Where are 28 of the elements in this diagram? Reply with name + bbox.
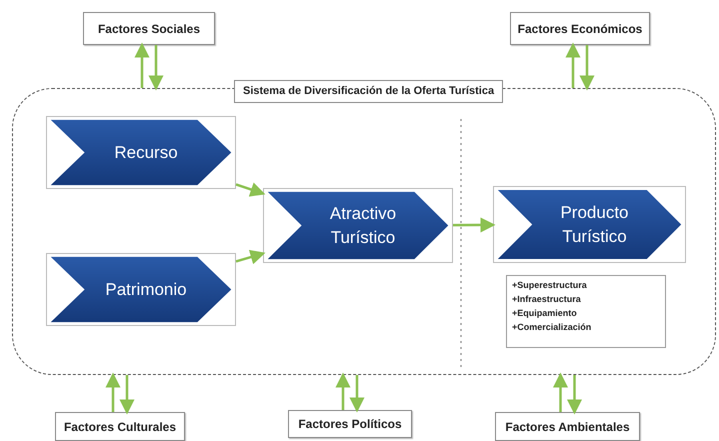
chevron-label: Atractivo Turístico — [328, 202, 398, 248]
arrow — [567, 375, 582, 414]
arrow — [106, 372, 120, 412]
factor-box: Factores Sociales — [83, 12, 215, 45]
arrow — [580, 45, 594, 90]
arrow — [336, 372, 350, 410]
arrow — [148, 45, 164, 90]
arrow — [236, 250, 266, 264]
list-item: +Equipamiento — [512, 307, 578, 320]
arrow — [553, 372, 568, 412]
factor-box: Factores Ambientales — [495, 412, 640, 441]
factor-box: Factores Económicos — [510, 12, 650, 45]
arrow — [134, 42, 150, 88]
chevron-label: Patrimonio — [105, 278, 187, 300]
arrow — [236, 182, 266, 197]
list-item: +Infraestructura — [512, 293, 582, 306]
chevron-label: Producto Turístico — [559, 202, 630, 248]
arrow — [120, 375, 134, 414]
factor-box: Factores Políticos — [288, 410, 412, 438]
factor-box: Factores Culturales — [55, 412, 185, 441]
arrow — [453, 217, 496, 232]
list-box — [506, 275, 666, 348]
arrow — [566, 42, 580, 88]
arrow — [350, 375, 364, 412]
system-heading: Sistema de Diversificación de la Oferta Turística — [234, 80, 504, 102]
list-item: +Comercialización — [512, 321, 592, 334]
list-item: +Superestructura — [512, 279, 588, 292]
chevron-label: Recurso — [114, 142, 178, 164]
